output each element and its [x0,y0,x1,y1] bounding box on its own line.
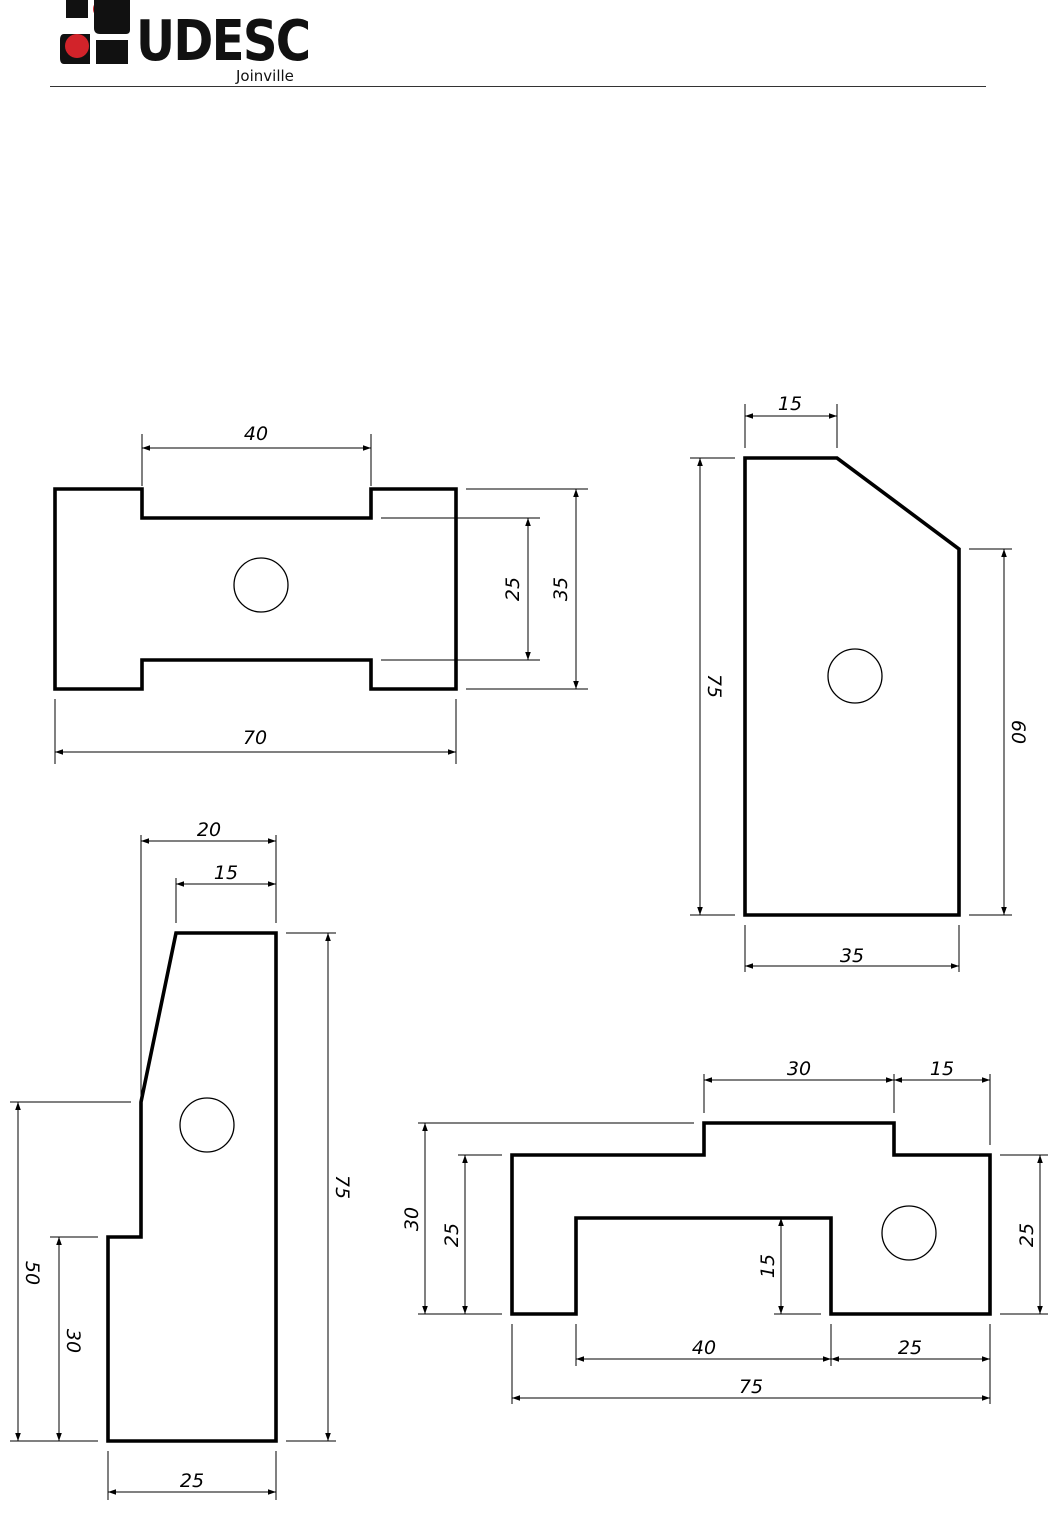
bottom-view-hole [882,1206,936,1260]
dim-label-15: 15 [214,862,238,884]
dim-label-25-vertical: 25 [441,1223,463,1247]
front-view-hole [180,1098,234,1152]
bottom-view: 30 15 30 25 15 25 40 25 75 [401,1058,1048,1404]
dim-label-60: 60 [1007,720,1029,744]
dim-label-50: 50 [21,1261,43,1285]
dim-label-40: 40 [244,423,268,445]
dim-label-75: 75 [331,1175,353,1199]
side-view-hole [828,649,882,703]
dim-label-25: 25 [502,577,524,601]
dim-label-20: 20 [197,819,221,841]
dim-label-25: 25 [180,1470,204,1492]
dim-label-15-vertical: 15 [757,1254,779,1278]
dim-label-75: 75 [703,674,725,698]
dim-label-30: 30 [787,1058,811,1080]
dim-label-25-right: 25 [1016,1223,1038,1247]
dim-label-75: 75 [739,1376,763,1398]
dim-label-30: 30 [62,1329,84,1353]
dim-label-35: 35 [840,945,864,967]
dim-label-15: 15 [930,1058,954,1080]
dim-label-40: 40 [692,1337,716,1359]
top-view: 40 70 25 35 [55,423,588,764]
dim-label-70: 70 [243,727,267,749]
dim-label-35: 35 [550,577,572,601]
front-view-outline [108,933,276,1441]
front-view: 20 15 50 30 75 25 [10,819,353,1500]
top-view-hole [234,558,288,612]
side-view: 15 75 60 35 [690,393,1029,972]
dim-label-15: 15 [778,393,802,415]
dim-label-25: 25 [898,1337,922,1359]
dim-label-30-vertical: 30 [401,1207,423,1231]
